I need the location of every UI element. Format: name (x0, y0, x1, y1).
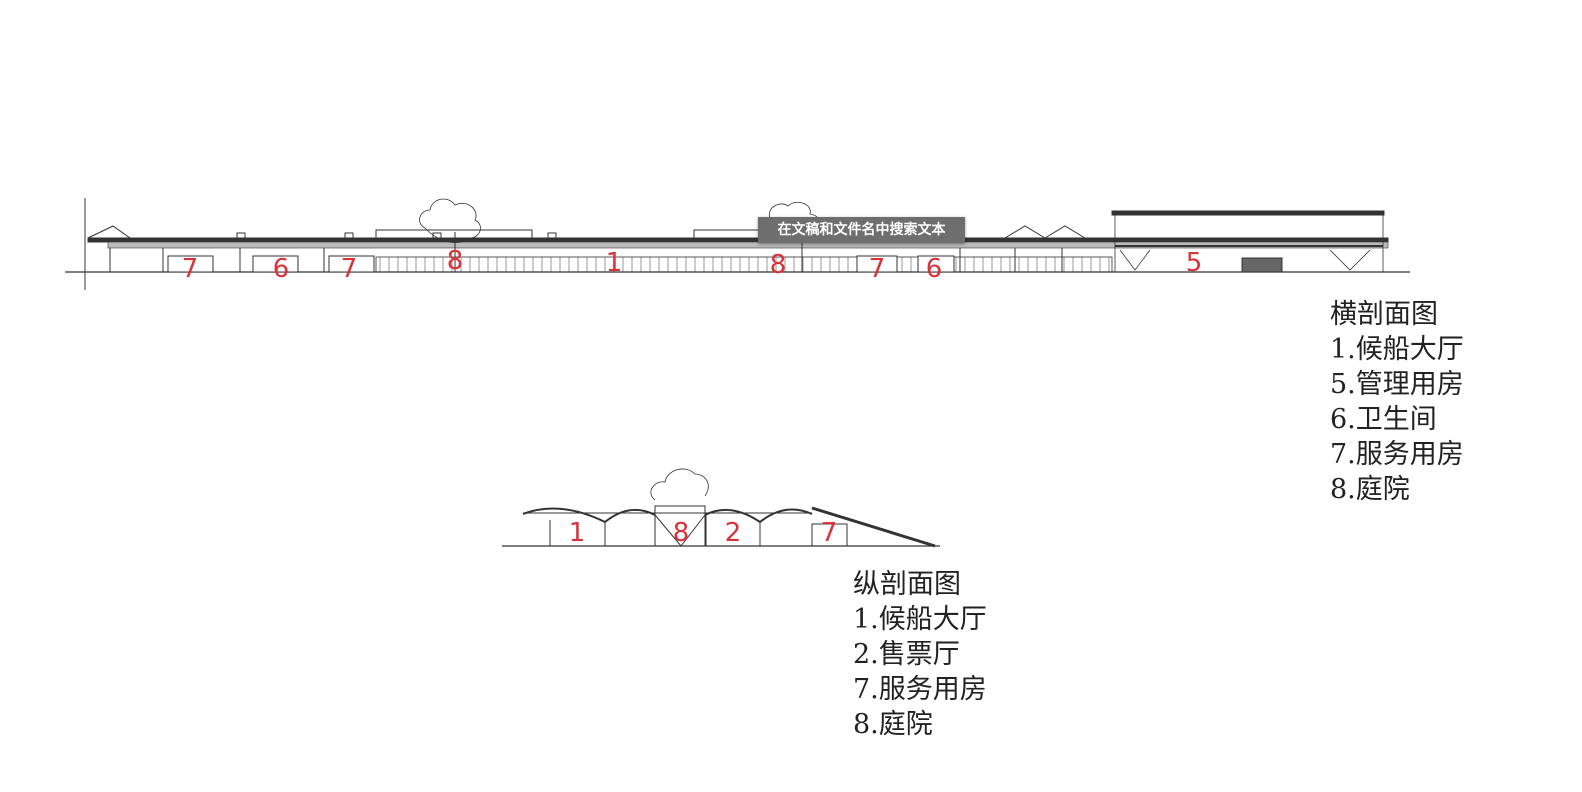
cross-label: 8 (446, 246, 464, 276)
long-section-legend: 纵剖面图 1.候船大厅 2.售票厅 7.服务用房 8.庭院 (853, 567, 987, 742)
cross-label: 6 (272, 254, 290, 284)
legend-item: 1.候船大厅 (1330, 334, 1464, 365)
cross-label: 7 (181, 254, 199, 284)
long-label: 7 (820, 518, 838, 548)
long-label: 2 (724, 518, 742, 548)
cross-section-legend: 横剖面图 1.候船大厅 5.管理用房 6.卫生间 7.服务用房 8.庭院 (1330, 297, 1464, 507)
cross-label: 7 (340, 254, 358, 284)
cross-label: 5 (1185, 248, 1203, 278)
legend-item: 1.候船大厅 (853, 604, 987, 635)
cross-label: 8 (769, 250, 787, 280)
legend-item: 5.管理用房 (1330, 369, 1464, 400)
legend-item: 2.售票厅 (853, 639, 960, 670)
legend-item: 6.卫生间 (1330, 404, 1437, 435)
long-label: 1 (568, 518, 586, 548)
long-label: 8 (672, 518, 690, 548)
search-tooltip: 在文稿和文件名中搜索文本 (758, 217, 965, 243)
cross-label: 6 (925, 254, 943, 284)
cross-label: 7 (868, 254, 886, 284)
long-section-drawing (502, 468, 940, 548)
legend-item: 7.服务用房 (1330, 439, 1464, 470)
legend-title: 纵剖面图 (853, 569, 961, 600)
cross-label: 1 (605, 248, 623, 278)
legend-item: 7.服务用房 (853, 674, 987, 705)
cross-section-drawing (65, 198, 1410, 290)
legend-title: 横剖面图 (1330, 299, 1438, 330)
legend-item: 8.庭院 (853, 709, 933, 740)
legend-item: 8.庭院 (1330, 474, 1410, 505)
